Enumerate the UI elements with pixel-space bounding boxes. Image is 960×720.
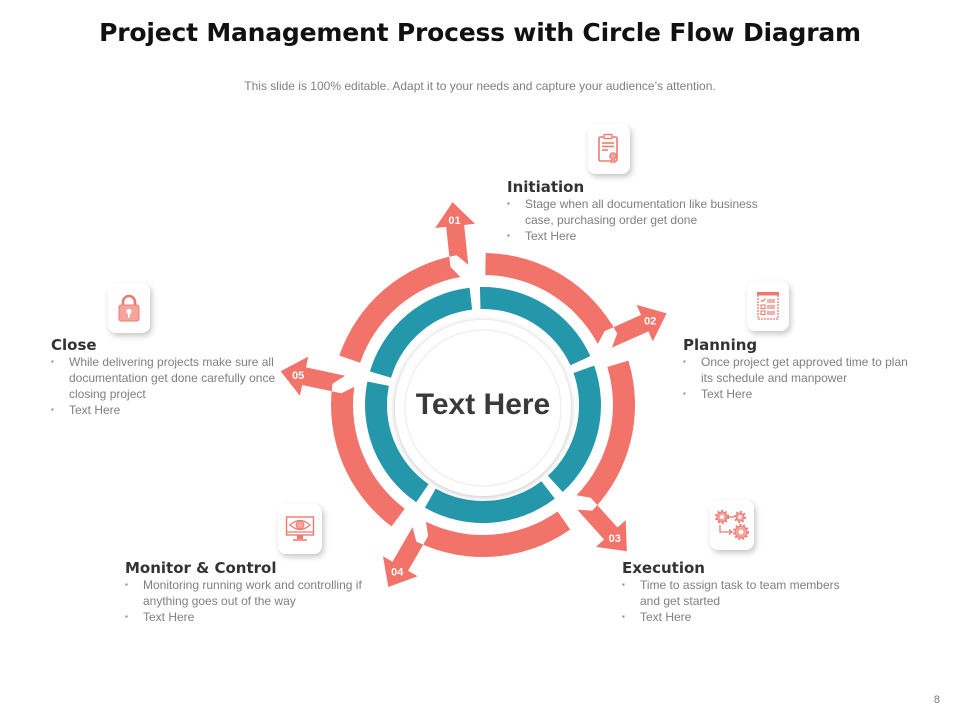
monitor-control-icon-card <box>278 504 322 554</box>
step-number-label: 01 <box>448 215 460 227</box>
step-title: Monitor & Control <box>125 559 277 577</box>
gears-workflow-icon <box>714 509 750 541</box>
certificate-clipboard-icon <box>598 133 618 164</box>
outer-arrow-segment-05 <box>280 356 405 527</box>
outer-arrow-segment-04 <box>383 511 571 587</box>
inner-ring-segment <box>547 365 601 492</box>
execution-icon-card <box>710 500 754 550</box>
outer-arrow-segment-01 <box>339 202 475 363</box>
step-bullet: Text Here <box>125 609 395 625</box>
inner-ring-segment <box>365 381 429 503</box>
step-title: Execution <box>622 559 705 577</box>
step-monitor-control: Monitor & Control Monitoring running wor… <box>125 559 395 625</box>
step-initiation: Initiation Stage when all documentation … <box>507 178 787 244</box>
step-bullet: Text Here <box>683 386 923 402</box>
initiation-icon-card <box>588 124 630 174</box>
step-number-label: 04 <box>391 566 404 578</box>
step-bullet: Text Here <box>51 402 281 418</box>
close-icon-card <box>108 283 150 333</box>
outer-arrow-segment-03 <box>576 360 636 552</box>
page-number: 8 <box>933 694 940 706</box>
inner-ring-segment <box>424 481 555 523</box>
step-number-label: 05 <box>292 370 304 382</box>
step-execution: Execution Time to assign task to team me… <box>622 559 842 625</box>
step-title: Initiation <box>507 178 585 196</box>
step-bullet: Text Here <box>507 228 787 244</box>
center-text: Text Here <box>415 388 551 421</box>
step-bullet: Time to assign task to team members and … <box>622 577 842 609</box>
outer-ring-arrows <box>280 202 667 587</box>
step-title: Planning <box>683 336 758 354</box>
step-bullet: While delivering projects make sure all … <box>51 354 281 402</box>
checklist-icon <box>757 292 779 320</box>
monitor-eye-icon <box>285 516 315 541</box>
inner-ring-segment <box>369 287 473 378</box>
slide-subtitle: This slide is 100% editable. Adapt it to… <box>244 79 716 93</box>
inner-ring-segments <box>365 286 601 523</box>
padlock-icon <box>118 294 140 322</box>
step-title: Close <box>51 336 97 354</box>
planning-icon-card <box>747 281 789 331</box>
center-disc-inner-outline <box>404 329 562 487</box>
inner-ring-segment <box>479 286 591 366</box>
outer-arrow-segment-02 <box>485 253 667 348</box>
step-planning: Planning Once project get approved time … <box>683 336 923 402</box>
step-bullet: Stage when all documentation like busine… <box>507 196 787 228</box>
slide-title: Project Management Process with Circle F… <box>99 18 861 47</box>
step-number-label: 03 <box>609 533 621 545</box>
step-number-label: 02 <box>644 316 656 328</box>
step-close: Close While delivering projects make sur… <box>51 336 281 418</box>
center-disc <box>395 320 571 496</box>
step-bullet: Once project get approved time to plan i… <box>683 354 923 386</box>
step-bullet: Text Here <box>622 609 842 625</box>
step-bullet: Monitoring running work and controlling … <box>125 577 395 609</box>
